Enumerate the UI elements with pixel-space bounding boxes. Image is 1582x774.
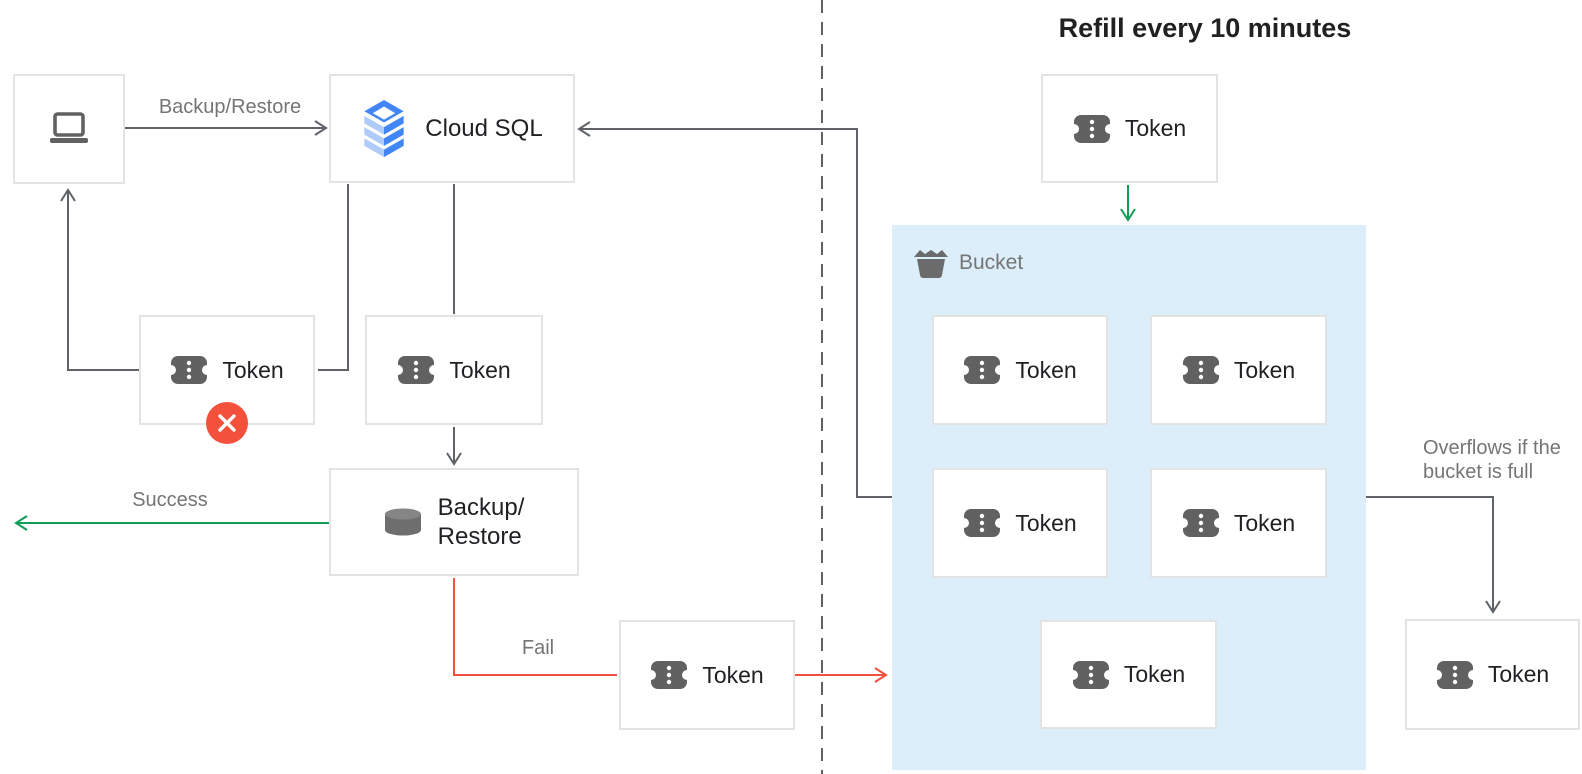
error-badge [206,402,248,444]
token-ticket-icon [1181,509,1220,537]
edge-label-overflow: Overflows if the bucket is full [1423,437,1561,484]
token-ticket-icon [963,509,1002,537]
edge-label-success: Success [132,489,208,511]
token-ticket-icon [1071,660,1110,689]
token-ticket-icon [397,356,436,384]
token-ticket-icon [1072,114,1111,143]
cloud-sql-icon [364,99,404,157]
edge-cloudsql-to-consumed-token [318,184,349,371]
page-title: Refill every 10 minutes [1058,13,1352,43]
token-node-bucket-1: Token [932,315,1108,425]
token-ticket-icon [963,356,1002,384]
token-node-request: Token [365,315,543,425]
token-ticket-icon [650,661,689,689]
edge-label-backup-restore: Backup/Restore [158,96,302,118]
token-label: Token [1015,356,1077,383]
bucket-label: Bucket [959,251,1024,274]
token-label: Token [222,356,284,383]
token-node-bucket-5: Token [1040,620,1217,729]
token-node-bucket-4: Token [1150,468,1327,578]
edge-bucket-overflow [1366,496,1501,614]
backup-restore-node: Backup/ Restore [329,468,579,576]
token-node-refill: Token [1041,74,1218,183]
laptop-icon [50,112,88,143]
token-label: Token [1233,509,1296,536]
token-label: Token [449,356,511,383]
laptop-node [13,74,125,184]
token-label: Token [1124,115,1187,141]
token-label: Token [702,661,764,688]
token-ticket-icon [1181,356,1220,384]
token-label: Token [1015,509,1077,536]
bucket-tag: Bucket [913,248,1023,278]
bucket-icon [914,250,948,278]
token-node-bucket-3: Token [932,468,1108,578]
edge-bucket-to-cloudsql [577,121,892,498]
token-node-fail: Token [619,620,795,730]
edge-fail [453,578,617,676]
cloud-sql-node: Cloud SQL [329,74,575,183]
token-ticket-icon [170,356,209,384]
error-x-icon [218,414,236,432]
token-ticket-icon [1435,660,1474,689]
token-node-bucket-2: Token [1150,315,1327,425]
token-label: Token [1123,661,1186,687]
token-node-overflow: Token [1405,619,1580,730]
backup-restore-label: Backup/ Restore [437,493,525,550]
edge-consumed-token-to-laptop [60,188,139,371]
token-label: Token [1233,356,1296,383]
cloud-sql-label: Cloud SQL [425,114,543,142]
edge-label-fail: Fail [521,637,555,659]
token-label: Token [1487,661,1550,687]
database-icon [384,508,421,536]
